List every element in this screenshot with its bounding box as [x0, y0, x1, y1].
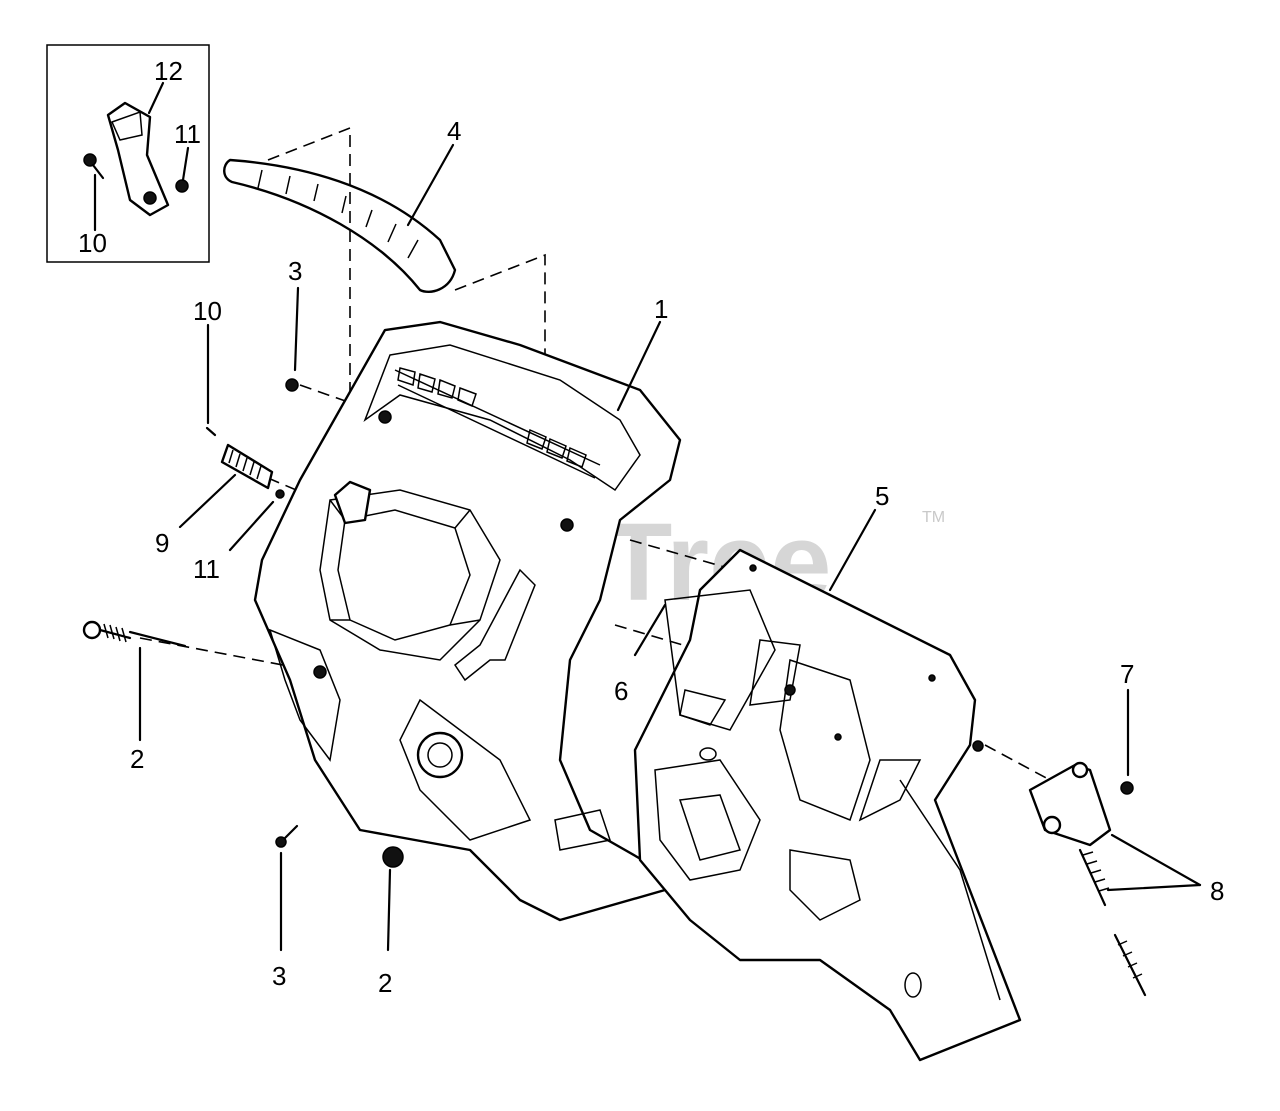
latch-part-8	[1028, 761, 1147, 997]
callout-9: 9	[155, 528, 169, 558]
callout-5: 5	[875, 481, 889, 511]
callout-4: 4	[447, 116, 461, 146]
callout-1: 1	[654, 294, 668, 324]
nut-part-2	[382, 846, 404, 868]
nut-part-11	[275, 489, 285, 499]
callout-12: 12	[154, 56, 183, 86]
callout-6: 6	[614, 676, 628, 706]
screw-part-3-top	[285, 378, 299, 392]
callout-10: 10	[193, 296, 222, 326]
dash-panel-part-1	[253, 320, 682, 922]
callout-11: 11	[193, 554, 220, 584]
screw-part-3-bottom	[275, 824, 299, 848]
screw-part-10	[205, 426, 217, 437]
lever-handle-part-12	[106, 101, 170, 217]
callout-10-inset: 10	[78, 228, 107, 258]
ignition-switch	[416, 731, 464, 779]
bolt-part-2	[82, 620, 187, 648]
inset-detail	[46, 44, 210, 263]
switch-part-9	[205, 426, 285, 499]
nut-part-7	[1120, 781, 1134, 795]
callout-labels: 12 11 10 4 1 3 10 9 11 5 6 7 8 2 3 2	[78, 56, 1224, 998]
callout-8: 8	[1210, 876, 1224, 906]
leader-lines	[93, 81, 1202, 952]
callout-11-inset: 11	[174, 119, 201, 149]
dash-trim-part-4	[223, 158, 457, 293]
gauge-cover	[333, 480, 372, 525]
watermark-trademark: TM	[922, 509, 945, 526]
screw-part-10-inset	[83, 153, 97, 167]
callout-3-top: 3	[288, 256, 302, 286]
callout-2-left: 2	[130, 744, 144, 774]
callout-2-bottom: 2	[378, 968, 392, 998]
callout-7: 7	[1120, 659, 1134, 689]
nut-part-11-inset	[175, 179, 189, 193]
callout-3-bottom: 3	[272, 961, 286, 991]
bracket-part-5	[633, 548, 1022, 1062]
